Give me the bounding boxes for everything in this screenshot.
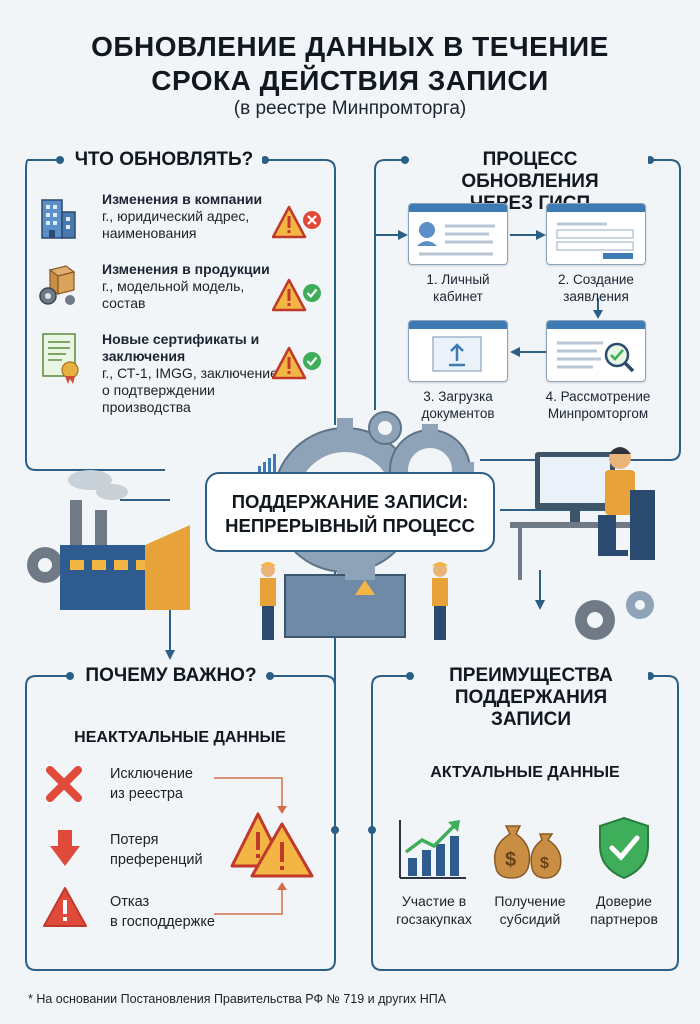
item-text: г., модельной модель, состав xyxy=(102,278,245,311)
step-2-window xyxy=(546,203,646,265)
page-title: ОБНОВЛЕНИЕ ДАННЫХ В ТЕЧЕНИЕ СРОКА ДЕЙСТВ… xyxy=(0,30,700,98)
boxes-gear-icon xyxy=(36,262,82,313)
building-icon xyxy=(38,192,78,245)
svg-text:$: $ xyxy=(540,855,549,872)
outdated-data-subheading: НЕАКТУАЛЬНЫЕ ДАННЫЕ xyxy=(74,729,286,746)
current-data-subheading: АКТУАЛЬНЫЕ ДАННЫЕ xyxy=(430,764,620,781)
arrow-left-icon xyxy=(510,347,546,357)
center-process-box: ПОДДЕРЖАНИЕ ЗАПИСИ: НЕПРЕРЫВНЫЙ ПРОЦЕСС xyxy=(205,472,495,552)
certificate-icon xyxy=(40,332,82,389)
growth-chart-icon xyxy=(398,818,468,885)
risk-preferences: Потеря преференций xyxy=(110,830,203,870)
process-heading-line-1: ПРОЦЕСС ОБНОВЛЕНИЯ xyxy=(461,149,599,192)
benefit-line: партнеров xyxy=(590,911,658,927)
money-bags-icon: $ $ xyxy=(490,812,570,887)
step-label-line: Минпромторгом xyxy=(547,406,649,421)
risk-connector-arrows xyxy=(214,777,287,915)
step-label-line: 3. Загрузка xyxy=(423,389,493,404)
double-warning-icon xyxy=(228,810,324,885)
shield-check-icon xyxy=(596,816,652,885)
form-icon xyxy=(556,222,634,259)
center-line-1: ПОДДЕРЖАНИЕ ЗАПИСИ: xyxy=(231,491,469,512)
step-4-window xyxy=(546,320,646,382)
step-label-line: документов xyxy=(421,406,495,421)
risk-line: Исключение xyxy=(110,766,193,782)
step-label-line: 2. Создание xyxy=(558,272,634,287)
benefits-heading-line-1: ПРЕИМУЩЕСТВА xyxy=(449,665,613,686)
benefit-line: госзакупках xyxy=(396,911,472,927)
warning-icon xyxy=(42,886,88,933)
title-line-2: СРОКА ДЕЙСТВИЯ ЗАПИСИ xyxy=(151,65,549,96)
item-title: Изменения в компании xyxy=(102,191,263,207)
step-label-line: кабинет xyxy=(433,289,483,304)
user-profile-icon xyxy=(417,222,495,256)
what-item-certificates: Новые сертификаты и заключения г., СТ-1,… xyxy=(102,331,278,416)
step-label-line: 4. Рассмотрение xyxy=(545,389,651,404)
warning-check-icon xyxy=(271,346,324,387)
factory-illustration xyxy=(27,411,655,640)
warning-cross-icon xyxy=(271,205,324,246)
what-item-company: Изменения в компании г., юридический адр… xyxy=(102,191,282,242)
center-line-2: НЕПРЕРЫВНЫЙ ПРОЦЕСС xyxy=(225,515,475,536)
benefit-line: Получение xyxy=(494,893,566,909)
arrow-right-icon xyxy=(510,230,546,240)
worker-icon xyxy=(432,562,448,640)
benefit-line: Участие в xyxy=(401,893,467,909)
svg-text:$: $ xyxy=(505,849,516,871)
worker-icon xyxy=(260,562,276,640)
step-label-line: заявления xyxy=(563,289,629,304)
item-title: Изменения в продукции xyxy=(102,261,270,277)
risk-line: в господдержке xyxy=(110,914,215,930)
step-3-label: 3. Загрузка документов xyxy=(398,388,518,422)
risk-line: из реестра xyxy=(110,786,183,802)
item-text: г., СТ-1, IMGG, заключение о подтвержден… xyxy=(102,365,278,415)
step-1-window xyxy=(408,203,508,265)
benefit-procurement: Участие в госзакупках xyxy=(384,892,484,928)
benefit-line: Доверие xyxy=(596,893,652,909)
item-text: г., юридический адрес, наименования xyxy=(102,208,250,241)
risk-exclusion: Исключение из реестра xyxy=(110,764,193,804)
red-cross-icon xyxy=(44,764,84,809)
what-to-update-heading: ЧТО ОБНОВЛЯТЬ? xyxy=(66,149,262,171)
item-title: Новые сертификаты и заключения xyxy=(102,331,260,364)
benefits-heading-line-2: ПОДДЕРЖАНИЯ ЗАПИСИ xyxy=(454,687,608,730)
warning-check-icon xyxy=(271,278,324,319)
risk-line: Отказ xyxy=(110,894,150,910)
step-1-label: 1. Личный кабинет xyxy=(398,271,518,305)
risk-line: Потеря xyxy=(110,832,159,848)
benefit-trust: Доверие партнеров xyxy=(574,892,674,928)
step-label-line: 1. Личный xyxy=(426,272,490,287)
page-subtitle: (в реестре Минпромторга) xyxy=(233,98,467,119)
upload-icon xyxy=(432,336,482,372)
magnifier-check-icon xyxy=(557,341,635,373)
risk-line: преференций xyxy=(110,852,203,868)
title-line-1: ОБНОВЛЕНИЕ ДАННЫХ В ТЕЧЕНИЕ xyxy=(91,31,609,62)
step-2-label: 2. Создание заявления xyxy=(536,271,656,305)
what-item-product: Изменения в продукции г., модельной моде… xyxy=(102,261,282,312)
arrow-down-icon xyxy=(593,298,603,319)
step-4-label: 4. Рассмотрение Минпромторгом xyxy=(528,388,668,422)
why-important-heading: ПОЧЕМУ ВАЖНО? xyxy=(76,665,266,687)
step-3-window xyxy=(408,320,508,382)
benefit-subsidies: Получение субсидий xyxy=(480,892,580,928)
footnote: * На основании Постановления Правительст… xyxy=(28,992,447,1006)
risk-support-denial: Отказ в господдержке xyxy=(110,892,215,932)
down-arrow-icon xyxy=(50,830,80,873)
benefit-line: субсидий xyxy=(499,911,561,927)
benefits-heading: ПРЕИМУЩЕСТВА ПОДДЕРЖАНИЯ ЗАПИСИ xyxy=(414,665,648,731)
